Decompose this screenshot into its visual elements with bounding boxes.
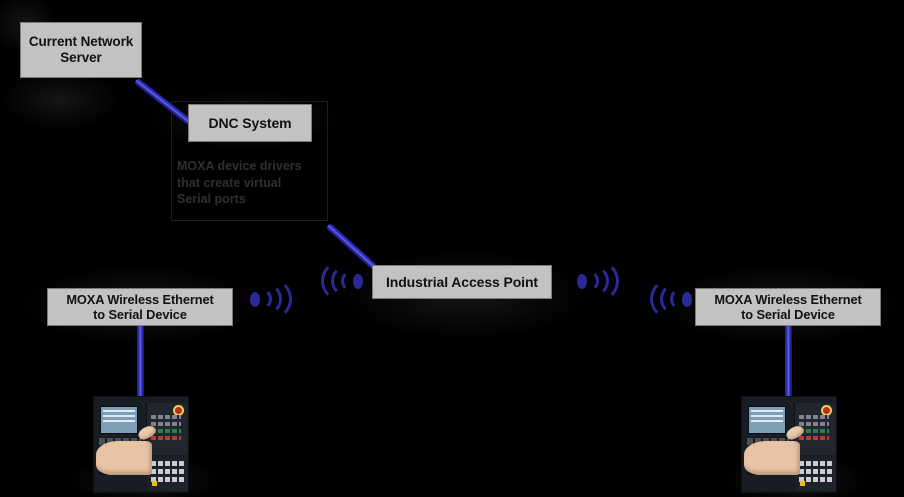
cnc-button-row xyxy=(151,436,181,440)
cnc-screen-content xyxy=(103,410,135,424)
cable-moxa-right-to-cnc xyxy=(785,325,792,397)
cnc-indicator-light xyxy=(152,481,157,486)
cnc-button-row xyxy=(799,461,833,466)
node-label: MOXA Wireless Ethernet to Serial Device xyxy=(66,291,214,322)
cnc-button-row xyxy=(151,415,181,419)
cnc-button-row xyxy=(799,436,829,440)
dnc-annotation-text: MOXA device drivers that create virtual … xyxy=(177,159,302,206)
operator-hand xyxy=(96,441,152,475)
wifi-arc xyxy=(321,260,363,302)
cnc-machine-image-left xyxy=(93,396,189,493)
cable-moxa-left-to-cnc xyxy=(137,325,144,397)
node-dnc-system[interactable]: DNC System xyxy=(188,104,312,142)
cnc-button-panel xyxy=(794,403,836,455)
operator-hand xyxy=(744,441,800,475)
wifi-signal-icon xyxy=(249,277,292,323)
wifi-signal-icon xyxy=(650,277,693,323)
cnc-button-row xyxy=(151,469,185,474)
node-moxa-wireless-device-left[interactable]: MOXA Wireless Ethernet to Serial Device xyxy=(47,288,233,326)
node-moxa-wireless-device-right[interactable]: MOXA Wireless Ethernet to Serial Device xyxy=(695,288,881,326)
cnc-button-row xyxy=(151,429,181,433)
cnc-lower-panel xyxy=(796,457,836,491)
wifi-arc xyxy=(577,260,619,302)
cnc-button-row xyxy=(799,469,833,474)
cnc-button-row xyxy=(799,422,829,426)
node-industrial-access-point[interactable]: Industrial Access Point xyxy=(372,265,552,299)
cnc-button-row xyxy=(151,461,185,466)
node-label: Current Network Server xyxy=(28,34,134,65)
node-label: MOXA Wireless Ethernet to Serial Device xyxy=(714,291,862,322)
cnc-screen xyxy=(748,406,786,434)
cnc-button-row xyxy=(799,415,829,419)
node-label: DNC System xyxy=(208,114,292,131)
node-label: Industrial Access Point xyxy=(385,273,538,290)
cnc-screen-content xyxy=(751,410,783,424)
cnc-screen xyxy=(100,406,138,434)
wifi-signal-icon xyxy=(576,259,619,305)
node-current-network-server[interactable]: Current Network Server xyxy=(20,22,142,78)
cnc-lower-panel xyxy=(148,457,188,491)
cnc-button-row xyxy=(151,422,181,426)
cnc-button-row xyxy=(799,477,833,482)
cnc-machine-image-right xyxy=(741,396,837,493)
cnc-indicator-light xyxy=(800,481,805,486)
cnc-button-row xyxy=(151,477,185,482)
background-artifact xyxy=(0,70,120,130)
dnc-annotation-group-box xyxy=(171,101,328,221)
cnc-button-row xyxy=(799,429,829,433)
wifi-signal-icon xyxy=(321,259,364,305)
wifi-arc xyxy=(650,278,692,320)
wifi-arc xyxy=(250,278,292,320)
